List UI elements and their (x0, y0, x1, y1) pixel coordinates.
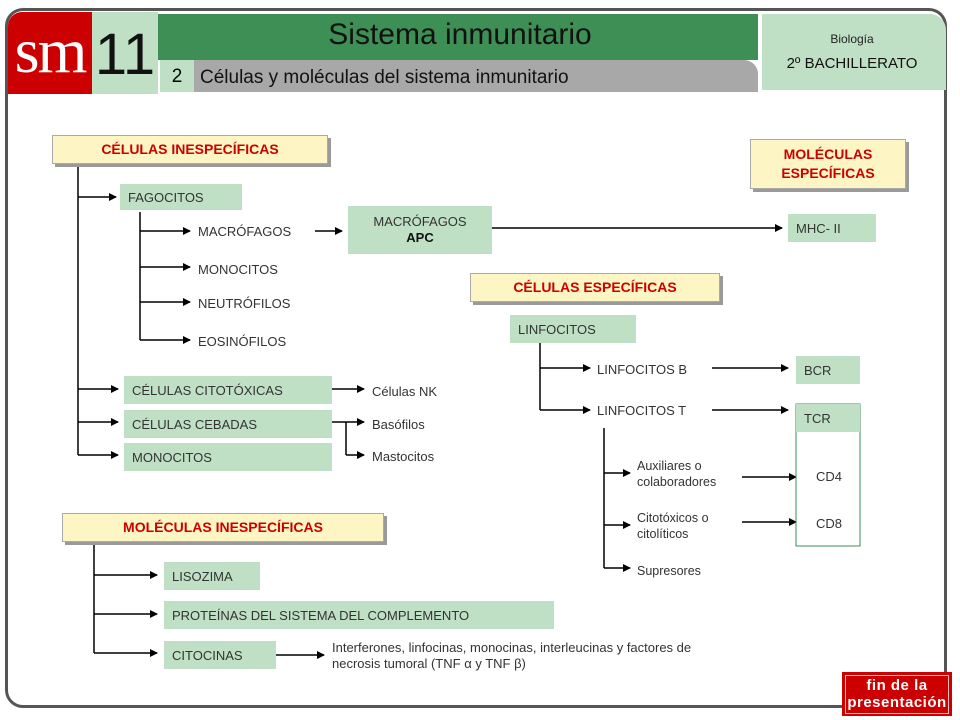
box-macrofagos-apc-line1: MACRÓFAGOS (373, 214, 467, 229)
page-title: Sistema inmunitario (328, 18, 592, 51)
box-bcr: BCR (796, 356, 860, 384)
end-presentation-button[interactable]: fin de la presentación (842, 672, 952, 716)
publisher-logo: sm (8, 12, 92, 94)
label-monocitos-sub: MONOCITOS (198, 262, 278, 277)
label-auxiliares-line1: Auxiliares o (637, 459, 702, 473)
heading-celulas-inespecificas: CÉLULAS INESPECÍFICAS (52, 135, 328, 164)
unit-number: 11 (92, 12, 158, 94)
label-cd4: CD4 (816, 469, 843, 484)
end-presentation-line1: fin de la (866, 677, 928, 694)
heading-moleculas-inespecificas: MOLÉCULAS INESPECÍFICAS (62, 513, 384, 542)
label-macrofagos: MACRÓFAGOS (198, 224, 292, 239)
heading-celulas-especificas: CÉLULAS ESPECÍFICAS (470, 273, 720, 302)
header-bar (158, 14, 758, 60)
label-linfocitos-t: LINFOCITOS T (597, 403, 687, 418)
box-macrofagos-apc: MACRÓFAGOS APC (348, 206, 492, 254)
heading-celulas-inespecificas-label: CÉLULAS INESPECÍFICAS (101, 141, 279, 157)
subject-panel (762, 14, 946, 90)
box-tcr: TCR (796, 404, 860, 432)
label-citocinas-desc-line2: necrosis tumoral (TNF α y TNF β) (332, 656, 526, 671)
label-linfocitos-b: LINFOCITOS B (597, 362, 688, 377)
heading-moleculas-especificas-line2: ESPECÍFICAS (781, 165, 875, 181)
box-complemento: PROTEÍNAS DEL SISTEMA DEL COMPLEMENTO (164, 601, 554, 629)
label-citocinas-desc-line1: Interferones, linfocinas, monocinas, int… (332, 640, 692, 655)
label-eosinofilos: EOSINÓFILOS (198, 334, 287, 349)
box-celulas-citotoxicas: CÉLULAS CITOTÓXICAS (124, 376, 332, 404)
label-auxiliares-line2: colaboradores (637, 475, 717, 489)
end-presentation-button-inner[interactable]: fin de la presentación (845, 674, 949, 714)
heading-moleculas-especificas-line1: MOLÉCULAS (783, 146, 873, 162)
label-basofilos: Basófilos (372, 417, 425, 432)
box-linfocitos: LINFOCITOS (510, 315, 636, 343)
label-citotoxicos-line1: Citotóxicos o (637, 511, 709, 525)
box-fagocitos: FAGOCITOS (120, 184, 242, 210)
label-citotoxicos-line2: citolíticos (637, 527, 689, 541)
end-presentation-line2: presentación (847, 694, 947, 711)
label-cd8: CD8 (816, 516, 843, 531)
heading-celulas-especificas-label: CÉLULAS ESPECÍFICAS (513, 279, 677, 295)
label-citocinas-desc: Interferones, linfocinas, monocinas, int… (332, 640, 792, 672)
section-number: 2 (160, 60, 194, 92)
box-lisozima: LISOZIMA (164, 562, 260, 590)
box-monocitos: MONOCITOS (124, 443, 332, 471)
heading-moleculas-inespecificas-label: MOLÉCULAS INESPECÍFICAS (123, 519, 323, 535)
label-celulas-nk: Células NK (372, 384, 438, 399)
label-auxiliares: Auxiliares o colaboradores (637, 458, 716, 490)
section-title: Células y moléculas del sistema inmunita… (200, 67, 569, 88)
box-celulas-cebadas: CÉLULAS CEBADAS (124, 410, 332, 438)
label-citotoxicos: Citotóxicos o citolíticos (637, 510, 709, 542)
course-label: 2º BACHILLERATO (786, 55, 918, 72)
heading-moleculas-especificas: MOLÉCULAS ESPECÍFICAS (750, 139, 906, 189)
box-macrofagos-apc-line2: APC (406, 230, 434, 245)
box-citocinas: CITOCINAS (164, 641, 276, 669)
section-bar (160, 60, 758, 92)
label-neutrofilos: NEUTRÓFILOS (198, 296, 291, 311)
label-mastocitos: Mastocitos (372, 449, 435, 464)
box-mhc-ii: MHC- II (788, 214, 876, 242)
slide-frame (5, 8, 947, 708)
label-supresores: Supresores (637, 564, 701, 578)
subject-label: Biología (830, 32, 874, 46)
